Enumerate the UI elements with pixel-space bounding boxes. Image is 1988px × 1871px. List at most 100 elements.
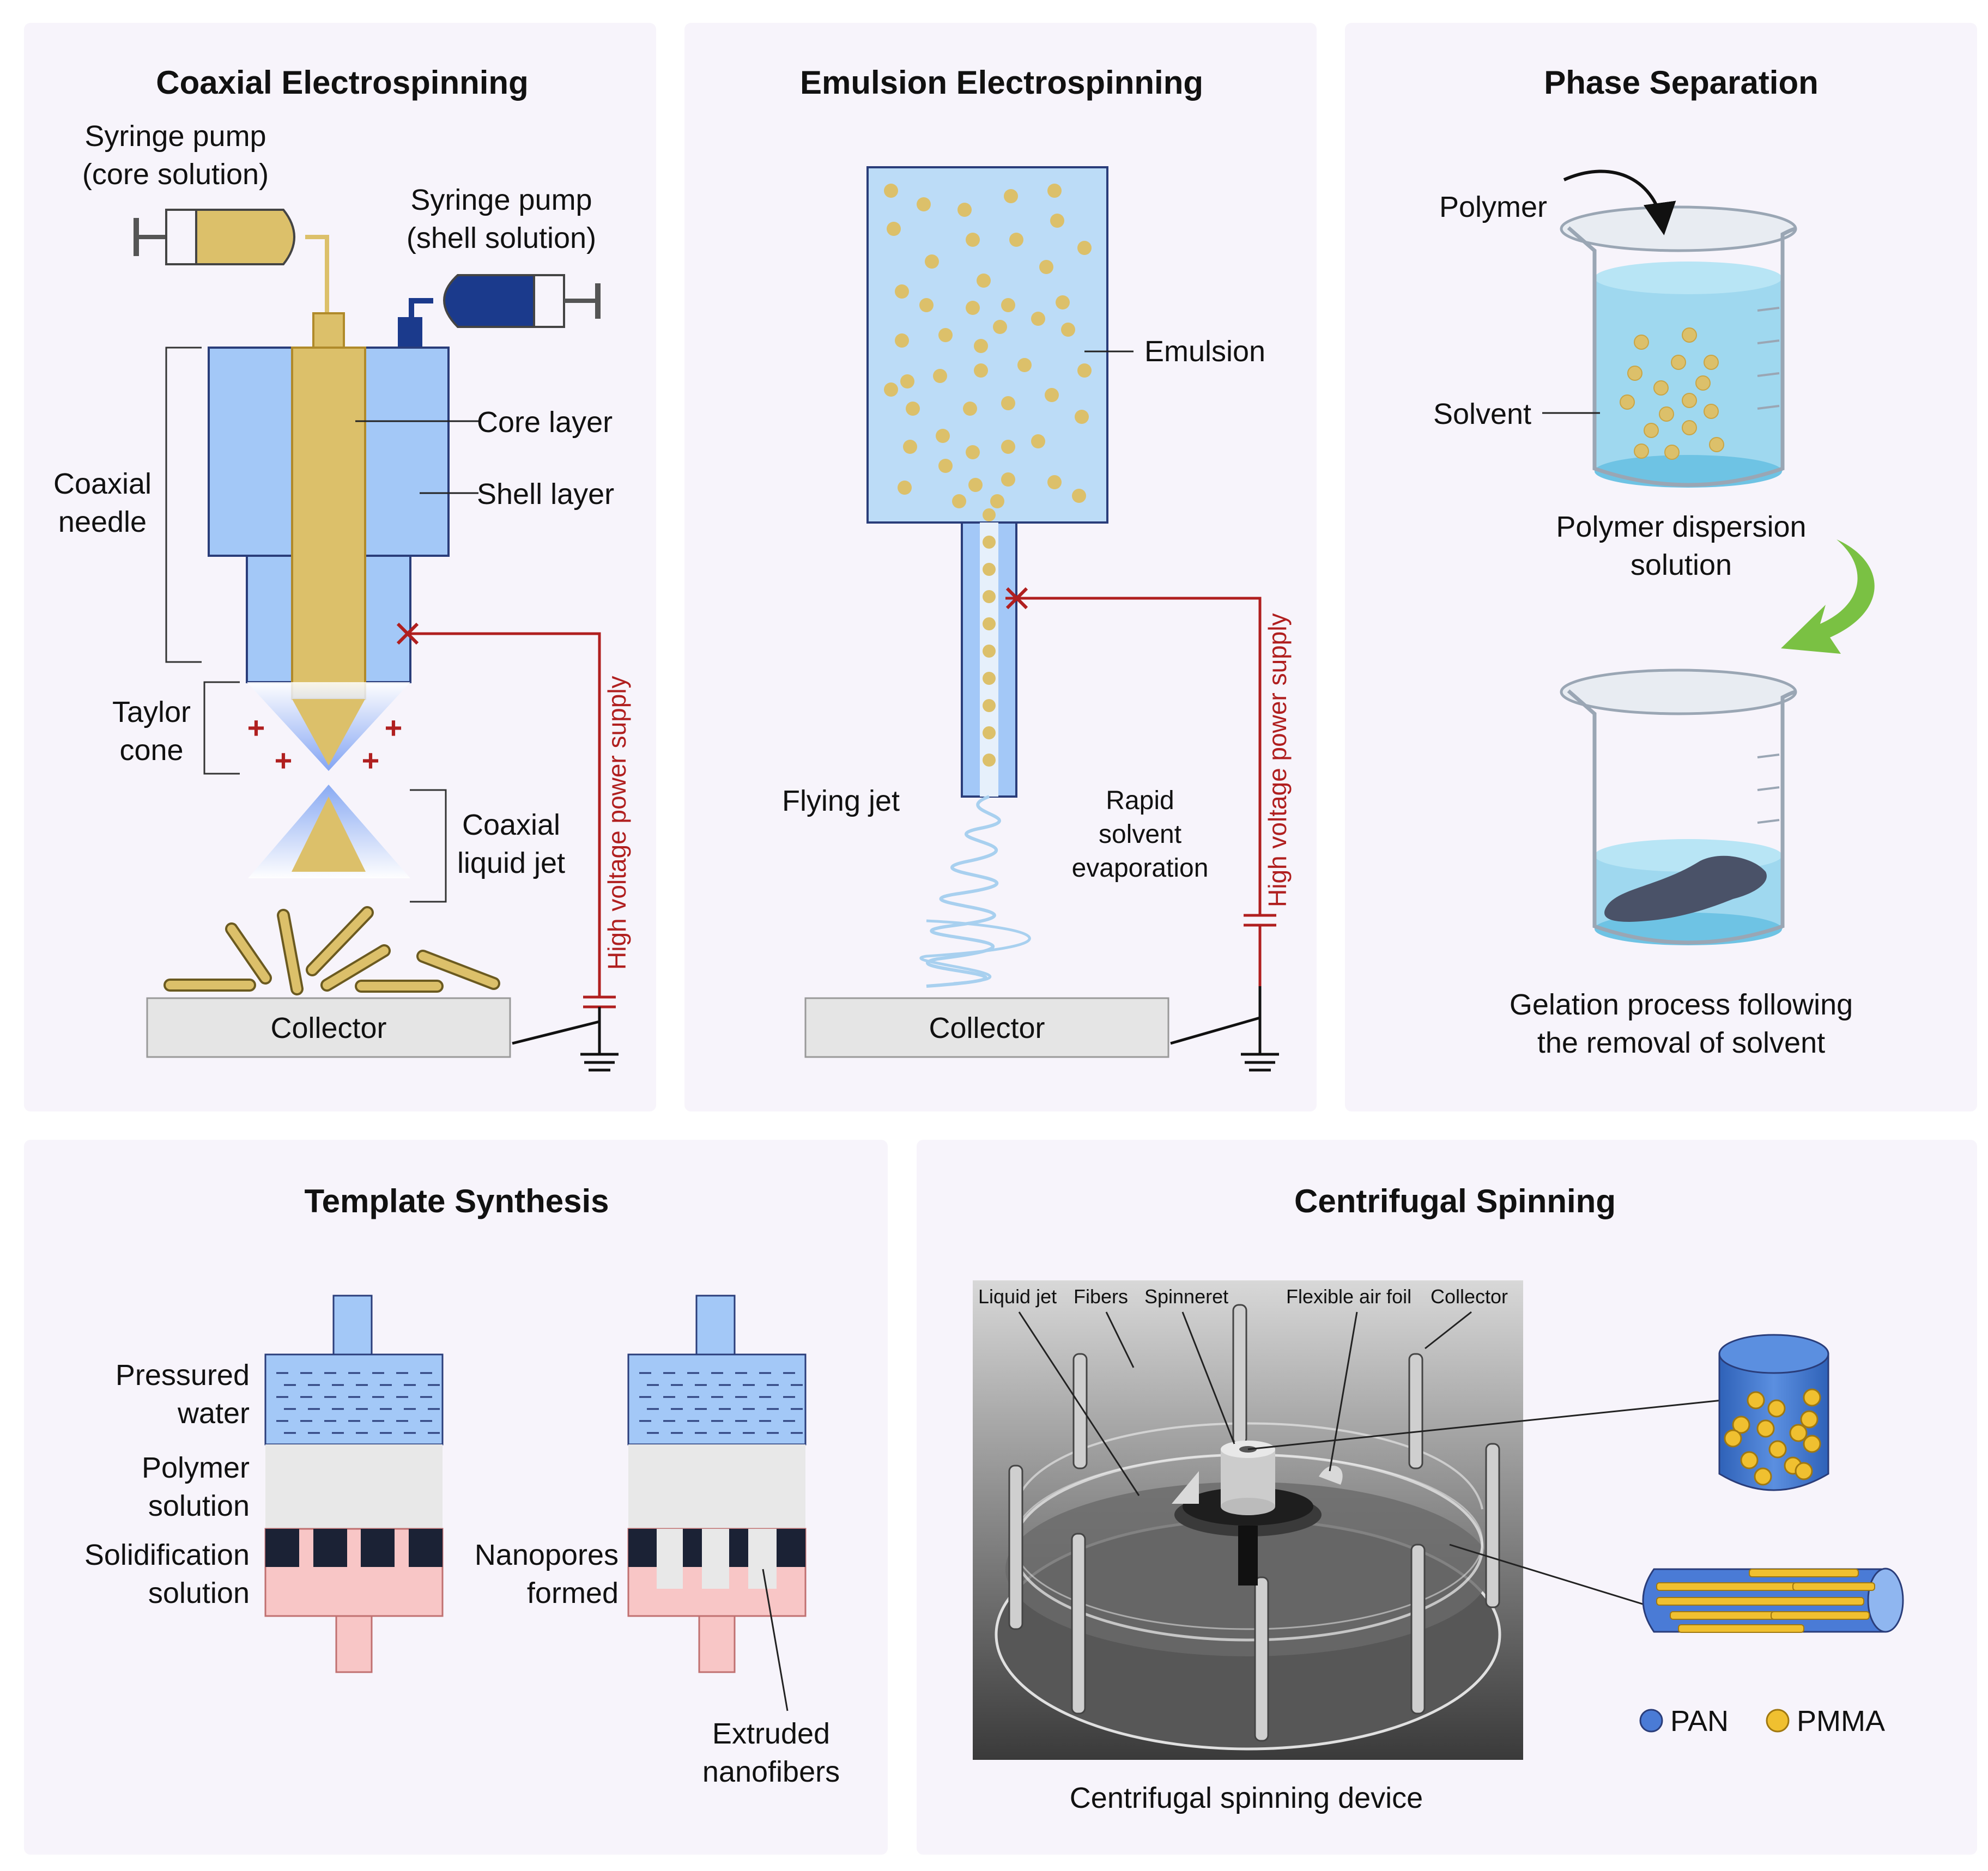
dispersion-label-2: solution xyxy=(1631,549,1732,581)
polymer-droplet xyxy=(1682,393,1697,408)
green-arrow-icon xyxy=(1781,539,1875,654)
core-syringe-icon xyxy=(134,209,329,313)
pmma-legend-swatch xyxy=(1766,1709,1790,1733)
shell-syringe-icon xyxy=(398,274,601,348)
pmma-dot xyxy=(1767,1399,1786,1418)
template-device-after xyxy=(627,1295,807,1673)
core-layer xyxy=(291,347,366,700)
template-panel: Template Synthesis xyxy=(24,1140,888,1855)
emulsion-droplets xyxy=(884,184,1092,767)
emulsion-droplet xyxy=(936,429,950,443)
pmma-dot xyxy=(1747,1391,1765,1410)
pmma-dot xyxy=(1795,1462,1813,1480)
pmma-dot xyxy=(1803,1435,1821,1453)
emulsion-droplet xyxy=(919,298,934,312)
emulsion-droplet xyxy=(884,382,898,397)
emulsion-droplet xyxy=(966,233,980,247)
centrifugal-panel: Centrifugal Spinning xyxy=(917,1140,1977,1855)
pressured-label-2: water xyxy=(177,1397,250,1430)
polymer-droplet xyxy=(1644,423,1659,438)
emulsion-collector-label: Collector xyxy=(929,1012,1045,1044)
emulsion-droplet xyxy=(895,284,909,299)
emulsion-droplet xyxy=(983,699,996,712)
emulsion-droplet xyxy=(1004,189,1018,203)
emulsion-droplet xyxy=(983,536,996,549)
polymer-droplet xyxy=(1627,366,1642,381)
centrifugal-title: Centrifugal Spinning xyxy=(1294,1183,1616,1219)
template-device-before xyxy=(264,1295,444,1673)
emulsion-droplet xyxy=(968,478,983,492)
polymer-droplet xyxy=(1682,420,1697,435)
liquid-jet-core xyxy=(292,797,366,872)
emulsion-droplet xyxy=(1001,472,1015,487)
emulsion-droplet xyxy=(884,184,898,198)
emulsion-droplet xyxy=(983,726,996,739)
emulsion-droplet xyxy=(952,494,966,508)
syringe-shell-label-1: Syringe pump xyxy=(410,184,592,216)
emulsion-droplet xyxy=(983,590,996,603)
collector-plate xyxy=(146,997,511,1058)
collector-label: Collector xyxy=(270,1012,386,1044)
core-inlet xyxy=(312,312,345,349)
polymer-arrow xyxy=(1563,169,1676,235)
emulsion-label: Emulsion xyxy=(1144,335,1265,368)
polymer-droplet xyxy=(1709,437,1724,452)
coaxial-panel: Coaxial Electrospinning Syringe pump (co… xyxy=(24,23,656,1111)
pmma-dot xyxy=(1756,1419,1775,1438)
emulsion-droplet xyxy=(1072,489,1086,503)
emulsion-droplet xyxy=(1061,323,1075,337)
extruded-label-2: nanofibers xyxy=(702,1755,840,1788)
rapid-label-3: evaporation xyxy=(1072,854,1209,883)
flying-jet-label: Flying jet xyxy=(782,785,900,817)
emulsion-droplet xyxy=(900,374,914,388)
plus-sign: + xyxy=(385,710,403,745)
emulsion-droplet xyxy=(966,445,980,459)
device-label: Collector xyxy=(1431,1285,1508,1308)
fiber-cross-section-icon xyxy=(1718,1334,1829,1491)
polymer-droplet xyxy=(1634,335,1649,350)
syringe-shell-label-2: (shell solution) xyxy=(407,222,596,254)
legend: PAN PMMA xyxy=(1639,1705,1885,1738)
polymer-droplet xyxy=(1704,404,1719,419)
emulsion-droplet xyxy=(983,563,996,576)
pmma-dot xyxy=(1800,1410,1819,1429)
jet-label-1: Coaxial xyxy=(462,809,560,841)
emulsion-droplet xyxy=(917,197,931,211)
emulsion-droplet xyxy=(1077,241,1092,255)
deposited-fibers xyxy=(163,906,500,995)
polymer-solution-label-1: Polymer xyxy=(142,1451,250,1484)
solvent-label: Solvent xyxy=(1433,398,1531,430)
emulsion-droplet xyxy=(906,402,920,416)
polymer-droplet xyxy=(1634,444,1649,459)
emulsion-voltage-label: High voltage power supply xyxy=(1263,613,1292,907)
emulsion-droplet xyxy=(1047,184,1062,198)
emulsion-droplet xyxy=(990,494,1004,508)
emulsion-droplet xyxy=(966,301,980,315)
emulsion-droplet xyxy=(963,402,977,416)
jet-label-2: liquid jet xyxy=(457,847,565,879)
device-caption: Centrifugal spinning device xyxy=(1070,1782,1423,1814)
rapid-label-2: solvent xyxy=(1099,820,1181,849)
phase-panel: Phase Separation Polymer Solvent Polymer… xyxy=(1345,23,1977,1111)
taylor-label-1: Taylor xyxy=(112,696,191,728)
emulsion-panel: Emulsion Electrospinning Emulsion Flying… xyxy=(684,23,1317,1111)
fiber-longitudinal-icon xyxy=(1642,1568,1904,1633)
core-layer-label: Core layer xyxy=(477,406,613,439)
solidification-label-2: solution xyxy=(148,1577,250,1609)
emulsion-droplet xyxy=(977,274,991,288)
plus-sign: + xyxy=(275,743,293,777)
polymer-droplet xyxy=(1653,380,1669,396)
emulsion-droplet xyxy=(1050,214,1064,228)
device-label: Flexible air foil xyxy=(1286,1285,1411,1308)
emulsion-droplet xyxy=(983,617,996,630)
emulsion-droplet xyxy=(938,459,953,473)
emulsion-droplet xyxy=(1047,475,1062,489)
needle-label-1: Coaxial xyxy=(53,467,151,500)
template-title: Template Synthesis xyxy=(304,1183,609,1219)
centrifugal-device-photo xyxy=(973,1280,1523,1760)
polymer-droplet xyxy=(1695,375,1711,391)
emulsion-droplet xyxy=(1056,295,1070,309)
phase-panel-bg xyxy=(1345,23,1977,1111)
device-label: Spinneret xyxy=(1144,1285,1228,1308)
shell-layer-label: Shell layer xyxy=(477,478,614,511)
